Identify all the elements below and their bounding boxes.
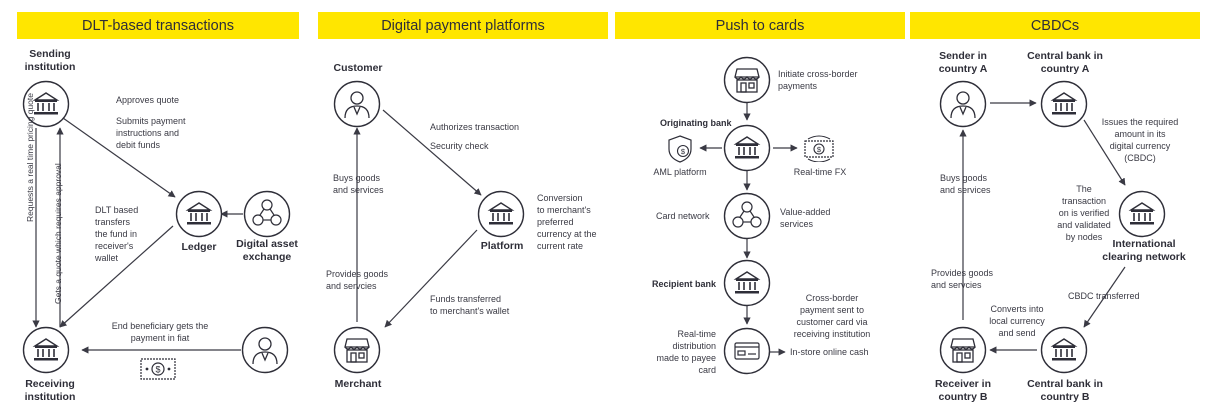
digital-asset-exchange-network-icon <box>243 190 291 238</box>
originating-bank-label: Originating bank <box>660 118 732 128</box>
aml-platform-label: AML platform <box>653 167 707 177</box>
requests-quote-label: Requests a real time pricing quote <box>25 93 35 222</box>
cross-border-label: Cross-border payment sent to customer ca… <box>793 293 871 339</box>
card-network-icon <box>723 192 771 240</box>
sender-label: Sender in country A <box>938 50 988 75</box>
card-network-label: Card network <box>656 211 710 221</box>
customer-label: Customer <box>333 62 383 74</box>
issues-cbdc-label: Issues the required amount in its digita… <box>1101 117 1179 163</box>
dlt-transfers-label: DLT based transfers the fund in receiver… <box>95 205 139 263</box>
receiving-institution-label: Receiving institution <box>24 378 76 403</box>
gets-quote-label-rotated: Gets a quote which requires approval <box>53 163 63 304</box>
initiate-payments-label: Initiate cross-border payments <box>778 69 858 91</box>
receiving-institution-bank-icon <box>22 326 70 374</box>
merchant-store-icon <box>333 326 381 374</box>
beneficiary-label: End beneficiary gets the payment in fiat <box>111 321 209 343</box>
value-added-label: Value-added services <box>780 207 831 229</box>
approves-quote-label: Approves quote <box>116 95 180 105</box>
central-bank-b-label: Central bank in country B <box>1027 378 1103 403</box>
clearing-network-bank-icon <box>1118 190 1166 238</box>
sender-person-icon <box>939 80 987 128</box>
realtime-fx-label: Real-time FX <box>793 167 847 177</box>
central-bank-a-icon <box>1040 80 1088 128</box>
provides-goods-label: Provides goods and servcies <box>326 269 389 291</box>
svg-text:$: $ <box>817 145 822 154</box>
receiver-label: Receiver in country B <box>934 378 992 403</box>
sending-institution-label: Sending institution <box>24 48 76 73</box>
recipient-bank-label: Recipient bank <box>652 279 717 289</box>
instore-cash-label: In-store online cash <box>790 347 869 357</box>
header-push-to-cards: Push to cards <box>615 12 905 39</box>
central-bank-a-label: Central bank in country A <box>1027 50 1103 75</box>
cbdc-transferred-label: CBDC transferred <box>1068 291 1140 301</box>
authorizes-label: Authorizes transaction <box>430 122 520 132</box>
central-bank-b-icon <box>1040 326 1088 374</box>
customer-person-icon <box>333 80 381 128</box>
converts-label: Converts into local currency and send <box>989 304 1045 338</box>
realtime-fx-cash-icon: $ <box>802 134 836 162</box>
icn-label: International clearing network <box>1102 238 1186 263</box>
header-digital-payment: Digital payment platforms <box>318 12 608 39</box>
payee-card-icon <box>723 327 771 375</box>
submits-payment-label: Submits payment instructions and debit f… <box>116 116 186 150</box>
platform-bank-icon <box>477 190 525 238</box>
initiate-store-icon <box>723 56 771 104</box>
recipient-bank-icon <box>723 259 771 307</box>
svg-text:$: $ <box>681 147 686 156</box>
originating-bank-icon <box>723 124 771 172</box>
cbdc-provides-label: Provides goods and servcies <box>931 268 994 290</box>
svg-text:$: $ <box>155 365 160 375</box>
platform-label: Platform <box>480 240 524 252</box>
ledger-label: Ledger <box>181 241 217 253</box>
fiat-cash-icon: $ <box>140 358 176 380</box>
beneficiary-person-icon <box>241 326 289 374</box>
sending-institution-bank-icon <box>22 80 70 128</box>
buys-goods-label: Buys goods and services <box>333 173 384 195</box>
header-cbdcs: CBDCs <box>910 12 1200 39</box>
verified-label: The transaction on is verified and valid… <box>1057 184 1111 242</box>
merchant-label: Merchant <box>334 378 382 390</box>
header-dlt: DLT-based transactions <box>17 12 299 39</box>
conversion-label: Conversion to merchant's preferred curre… <box>537 193 597 251</box>
aml-shield-icon: $ <box>666 134 694 164</box>
receiver-store-icon <box>939 326 987 374</box>
realtime-distribution-label: Real-time distribution made to payee car… <box>656 329 716 375</box>
funds-transferred-label: Funds transferred to merchant's wallet <box>430 294 510 316</box>
digital-asset-exchange-label: Digital asset exchange <box>236 238 298 263</box>
security-check-label: Security check <box>430 141 489 151</box>
cbdc-buys-label: Buys goods and services <box>940 173 991 195</box>
ledger-bank-icon <box>175 190 223 238</box>
